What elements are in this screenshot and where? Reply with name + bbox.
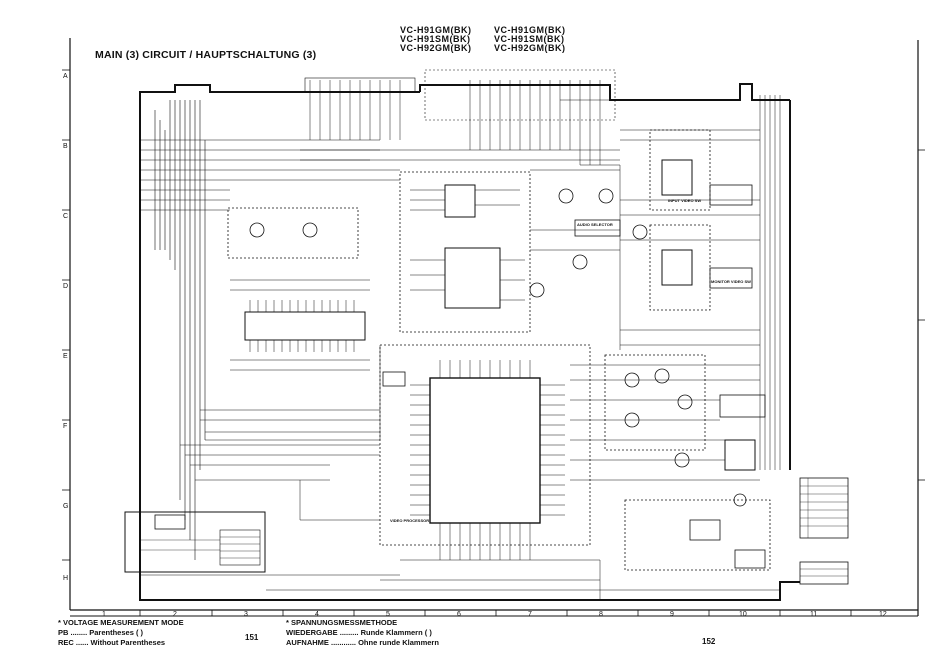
- column-label: 4: [315, 611, 319, 618]
- column-label: 6: [457, 611, 461, 618]
- page-number-right: 152: [702, 637, 716, 646]
- row-label: H: [63, 575, 69, 582]
- model-2: VC-H91SM(BK): [494, 34, 565, 44]
- column-label: 5: [386, 611, 390, 618]
- column-label: 1: [102, 611, 106, 618]
- voltage-mode-legend: * VOLTAGE MEASUREMENT MODE PB ........ P…: [58, 618, 184, 648]
- row-label: C: [63, 213, 69, 220]
- column-label: 12: [879, 611, 887, 618]
- spannung-title: * SPANNUNGSMESSMETHODE: [286, 618, 398, 627]
- column-label: 8: [599, 611, 603, 618]
- model-1: VC-H91GM(BK): [494, 25, 566, 35]
- audio-selector-label: AUDIO SELECTOR: [577, 222, 613, 227]
- column-label: 2: [173, 611, 177, 618]
- row-label: E: [63, 353, 68, 360]
- row-label: G: [63, 503, 69, 510]
- column-label: 11: [810, 611, 818, 618]
- row-label: D: [63, 283, 69, 290]
- video-processor-label: VIDEO PROCESSOR: [390, 518, 430, 523]
- rec-note: REC ...... Without Parentheses: [58, 638, 166, 647]
- row-label: B: [63, 143, 68, 150]
- column-label: 3: [244, 611, 248, 618]
- model-2: VC-H91SM(BK): [400, 34, 471, 44]
- page-number-left: 151: [245, 633, 259, 642]
- spannung-legend: * SPANNUNGSMESSMETHODE WIEDERGABE ......…: [286, 618, 439, 648]
- pb-note: PB ........ Parentheses ( ): [58, 628, 144, 637]
- page-title: MAIN (3) CIRCUIT / HAUPTSCHALTUNG (3): [95, 49, 317, 61]
- model-3: VC-H92GM(BK): [400, 43, 472, 53]
- input-video-sw-label: INPUT VIDEO SW: [668, 198, 702, 203]
- model-1: VC-H91GM(BK): [400, 25, 472, 35]
- column-label: 7: [528, 611, 532, 618]
- aufnahme-note: AUFNAHME ............ Ohne runde Klammer…: [286, 638, 439, 647]
- voltage-mode-title: * VOLTAGE MEASUREMENT MODE: [58, 618, 184, 627]
- model-3: VC-H92GM(BK): [494, 43, 566, 53]
- column-label: 10: [739, 611, 747, 618]
- model-list-right: VC-H91GM(BK) VC-H91SM(BK) VC-H92GM(BK): [494, 26, 566, 53]
- monitor-video-sw-label: MONITOR VIDEO SW: [711, 279, 751, 284]
- model-list-left: VC-H91GM(BK) VC-H91SM(BK) VC-H92GM(BK): [400, 26, 472, 53]
- row-label: A: [63, 73, 68, 80]
- row-label: F: [63, 423, 68, 430]
- wiedergabe-note: WIEDERGABE ......... Runde Klammern ( ): [286, 628, 432, 637]
- column-label: 9: [670, 611, 674, 618]
